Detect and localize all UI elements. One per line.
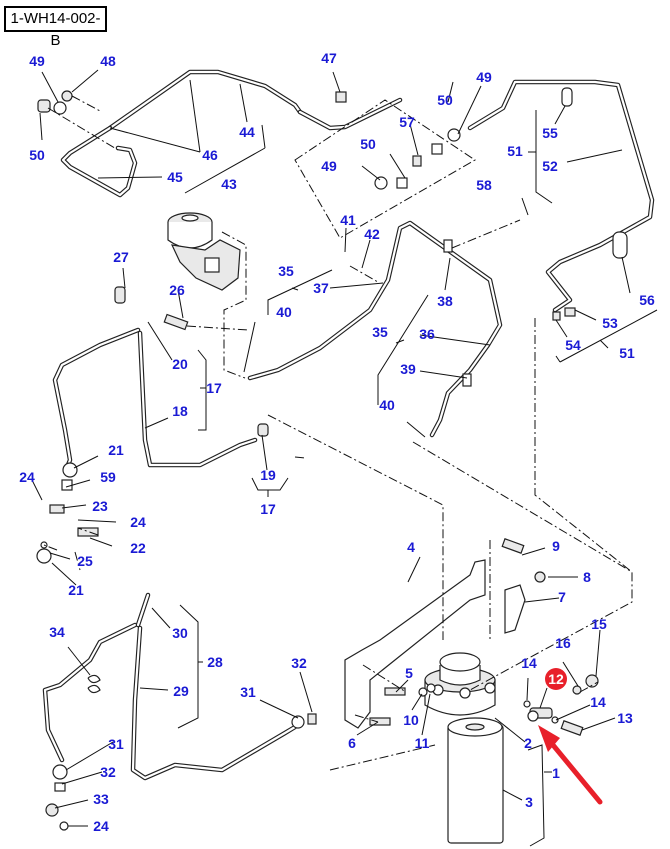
part-label[interactable]: 54 — [565, 337, 581, 353]
part-label[interactable]: 29 — [173, 683, 189, 699]
part-label[interactable]: 32 — [291, 655, 307, 671]
part-label[interactable]: 46 — [202, 147, 218, 163]
pipe-45 — [60, 125, 138, 198]
part-label[interactable]: 31 — [108, 736, 124, 752]
part-label[interactable]: 8 — [583, 569, 591, 585]
part-label[interactable]: 20 — [172, 356, 188, 372]
part-label[interactable]: 41 — [340, 212, 356, 228]
part-label[interactable]: 44 — [239, 124, 255, 140]
part-label[interactable]: 51 — [619, 345, 635, 361]
highlight-arrow — [538, 725, 603, 805]
part-label[interactable]: 9 — [552, 538, 560, 554]
pipe-47-section — [297, 97, 403, 131]
part-label[interactable]: 43 — [221, 176, 237, 192]
part-label[interactable]: 11 — [414, 735, 430, 751]
part-label[interactable]: 49 — [476, 69, 492, 85]
part-label[interactable]: 7 — [558, 589, 566, 605]
part-label[interactable]: 19 — [260, 467, 276, 483]
part-label[interactable]: 24 — [19, 469, 35, 485]
part-label[interactable]: 5 — [405, 665, 413, 681]
part-label[interactable]: 13 — [617, 710, 633, 726]
part-label[interactable]: 32 — [100, 764, 116, 780]
part-label[interactable]: 33 — [93, 791, 109, 807]
part-label[interactable]: 53 — [602, 315, 618, 331]
part-label[interactable]: 47 — [321, 50, 337, 66]
leader-lines — [31, 69, 658, 847]
part-label[interactable]: 45 — [167, 169, 183, 185]
part-label[interactable]: 35 — [372, 324, 388, 340]
pipe-30 — [135, 592, 151, 628]
part-label[interactable]: 14 — [590, 694, 606, 710]
part-label[interactable]: 35 — [278, 263, 294, 279]
part-label[interactable]: 30 — [172, 625, 188, 641]
part-label[interactable]: 50 — [29, 147, 45, 163]
part-label[interactable]: 49 — [321, 158, 337, 174]
part-label[interactable]: 36 — [419, 326, 435, 342]
part-label[interactable]: 17 — [206, 380, 222, 396]
part-label[interactable]: 27 — [113, 249, 129, 265]
part-label[interactable]: 2 — [524, 735, 532, 751]
banjo-fitting-12 — [527, 707, 553, 722]
part-label[interactable]: 52 — [542, 158, 558, 174]
part-label[interactable]: 22 — [130, 540, 146, 556]
part-label[interactable]: 56 — [639, 292, 655, 308]
part-label[interactable]: 15 — [591, 616, 607, 632]
part-label[interactable]: 51 — [507, 143, 523, 159]
part-label[interactable]: 38 — [437, 293, 453, 309]
part-label[interactable]: 14 — [521, 655, 537, 671]
part-label[interactable]: 31 — [240, 684, 256, 700]
mounting-bracket-4 — [344, 559, 486, 729]
assembly-dash-lines — [43, 95, 633, 771]
part-label[interactable]: 50 — [360, 136, 376, 152]
highlighted-part-badge[interactable]: 12 — [545, 668, 567, 690]
part-label[interactable]: 25 — [77, 553, 93, 569]
part-label[interactable]: 48 — [100, 53, 116, 69]
fuel-filter-cartridge — [447, 717, 504, 844]
part-label[interactable]: 59 — [100, 469, 116, 485]
part-label[interactable]: 1 — [552, 765, 560, 781]
part-label[interactable]: 42 — [364, 226, 380, 242]
part-label[interactable]: 3 — [525, 794, 533, 810]
part-label[interactable]: 40 — [276, 304, 292, 320]
part-label[interactable]: 4 — [407, 539, 415, 555]
part-label[interactable]: 24 — [93, 818, 109, 834]
part-label[interactable]: 40 — [379, 397, 395, 413]
part-label[interactable]: 55 — [542, 125, 558, 141]
diagram-reference-code: 1-WH14-002-B — [4, 6, 107, 49]
pipe-52 — [467, 79, 655, 313]
part-label[interactable]: 23 — [92, 498, 108, 514]
pipe-18 — [52, 327, 258, 468]
pipe-44 — [107, 69, 303, 131]
part-label[interactable]: 58 — [476, 177, 492, 193]
part-label[interactable]: 34 — [49, 624, 65, 640]
part-label[interactable]: 37 — [313, 280, 329, 296]
part-label[interactable]: 49 — [29, 53, 45, 69]
part-label[interactable]: 21 — [68, 582, 84, 598]
pipe-29 — [42, 622, 298, 781]
part-label[interactable]: 24 — [130, 514, 146, 530]
part-label[interactable]: 50 — [437, 92, 453, 108]
part-label[interactable]: 18 — [172, 403, 188, 419]
fittings — [36, 87, 628, 831]
fuel-filter-head — [424, 652, 496, 716]
part-label[interactable]: 16 — [555, 635, 571, 651]
part-label[interactable]: 28 — [207, 654, 223, 670]
part-label[interactable]: 17 — [260, 501, 276, 517]
part-label[interactable]: 10 — [403, 712, 419, 728]
part-label[interactable]: 21 — [108, 442, 124, 458]
part-label[interactable]: 39 — [400, 361, 416, 377]
bracket-7 — [504, 584, 526, 634]
part-label[interactable]: 26 — [169, 282, 185, 298]
part-label[interactable]: 57 — [399, 114, 415, 130]
fuel-lift-pump — [167, 212, 241, 291]
part-label[interactable]: 6 — [348, 735, 356, 751]
